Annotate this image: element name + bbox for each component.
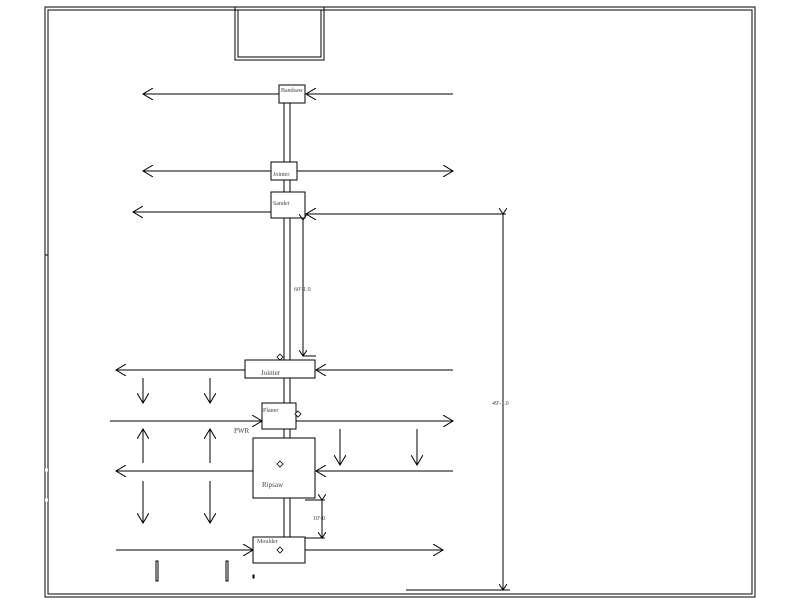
machine-sander [270,191,306,219]
machine-label: Sander [273,201,290,207]
dust-collector-room [234,6,325,61]
dimension-label: 10'-0 [313,516,325,522]
dimension-label: 60'-1.0 [294,287,311,293]
pwr-label: PWR [234,427,250,435]
machine-label: Jointer [273,172,289,178]
building-walls [44,6,756,598]
machine-label: Ripsaw [262,481,284,489]
machine-planer [261,402,297,430]
machine-ripsaw [252,437,316,499]
dimension-lines [303,214,510,590]
machines [244,84,316,564]
floor-posts [155,560,255,582]
power-points [276,353,302,554]
machine-label: Bandsaw [281,88,304,94]
machine-label: Planer [263,408,278,414]
machine-label: Moulder [257,539,278,545]
machine-label: Jointer [261,369,281,377]
dimension-label: 49'-1.0 [492,401,509,407]
